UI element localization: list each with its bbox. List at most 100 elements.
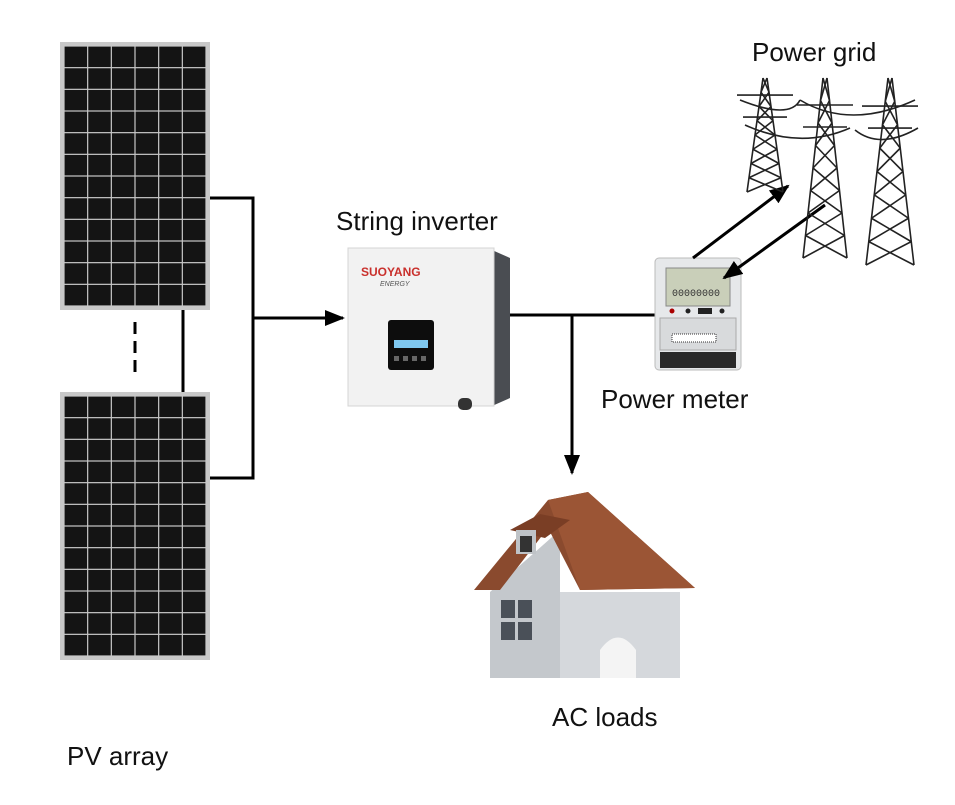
solar-cell (182, 111, 206, 133)
solar-cell (88, 483, 111, 504)
solar-cell (159, 111, 182, 133)
solar-cell (159, 198, 182, 219)
solar-panel-top (60, 42, 210, 310)
solar-cell (111, 68, 135, 89)
solar-cell (111, 591, 135, 613)
solar-cell (88, 219, 111, 241)
solar-cell (159, 439, 182, 461)
solar-cell (159, 569, 182, 591)
solar-cell (159, 154, 182, 176)
meter-lcd (665, 267, 731, 307)
solar-cell (135, 504, 159, 526)
house-roof-side (548, 492, 695, 590)
solar-cell (88, 68, 111, 89)
solar-cell (182, 548, 206, 569)
solar-cell (135, 634, 159, 656)
solar-cell (64, 526, 88, 548)
solar-cell (159, 89, 182, 111)
solar-cell (88, 111, 111, 133)
solar-cell (111, 396, 135, 418)
solar-cell (182, 68, 206, 89)
transmission-tower (797, 77, 853, 259)
solar-cell (182, 634, 206, 656)
transmission-tower (737, 77, 793, 193)
solar-cell (88, 461, 111, 483)
solar-cell (88, 526, 111, 548)
solar-cell (111, 284, 135, 306)
solar-cell (182, 396, 206, 418)
solar-cell (111, 526, 135, 548)
solar-cell (111, 133, 135, 154)
solar-cell (182, 46, 206, 68)
house-icon (474, 492, 695, 678)
solar-cell (135, 89, 159, 111)
solar-cell (64, 219, 88, 241)
solar-cell (64, 634, 88, 656)
solar-cell (88, 504, 111, 526)
solar-cell (182, 526, 206, 548)
solar-cell (64, 241, 88, 263)
solar-cell (64, 154, 88, 176)
solar-cell (88, 176, 111, 198)
solar-cell (182, 198, 206, 219)
solar-cell (159, 526, 182, 548)
solar-cell (64, 591, 88, 613)
solar-cell (111, 483, 135, 504)
pv-array-label: PV array (67, 741, 169, 771)
solar-cell (64, 396, 88, 418)
house-door (600, 637, 636, 678)
solar-cell (135, 569, 159, 591)
solar-cell (88, 89, 111, 111)
solar-cell (135, 68, 159, 89)
power-grid-label: Power grid (752, 37, 877, 67)
solar-cell (182, 241, 206, 263)
solar-cell (111, 241, 135, 263)
solar-cell (88, 46, 111, 68)
meter-to-grid-arrow (692, 184, 790, 260)
string-inverter-label: String inverter (336, 206, 498, 236)
solar-cell (135, 263, 159, 284)
solar-cell (159, 504, 182, 526)
solar-cell (159, 133, 182, 154)
solar-cell (135, 241, 159, 263)
solar-cell (64, 176, 88, 198)
power-meter-label: Power meter (601, 384, 749, 414)
inverter-buttons (394, 356, 426, 361)
solar-cell (182, 219, 206, 241)
solar-cell (88, 418, 111, 439)
solar-cell (88, 548, 111, 569)
solar-cell (135, 46, 159, 68)
solar-cell (182, 263, 206, 284)
solar-cell (111, 263, 135, 284)
inverter-brand-sub: ENERGY (380, 281, 411, 288)
solar-cell (159, 219, 182, 241)
solar-cell (182, 154, 206, 176)
inverter-connector (458, 398, 472, 410)
solar-cell (182, 439, 206, 461)
inverter-screen (394, 340, 428, 348)
power-meter: 00000000 (654, 257, 742, 371)
solar-cell (64, 569, 88, 591)
solar-cell (182, 613, 206, 634)
solar-cell (135, 176, 159, 198)
solar-panel-bottom (60, 392, 210, 660)
solar-cell (159, 176, 182, 198)
solar-cell (135, 284, 159, 306)
solar-cell (64, 198, 88, 219)
solar-cell (111, 548, 135, 569)
solar-cell (182, 284, 206, 306)
solar-cell (64, 504, 88, 526)
solar-cell (182, 569, 206, 591)
meter-reading: 00000000 (672, 289, 720, 300)
solar-cell (159, 241, 182, 263)
ac-loads-label: AC loads (552, 702, 658, 732)
solar-cell (111, 504, 135, 526)
solar-cell (88, 569, 111, 591)
solar-cell (64, 111, 88, 133)
solar-cell (111, 111, 135, 133)
solar-cell (159, 418, 182, 439)
solar-cell (111, 439, 135, 461)
solar-cell (135, 526, 159, 548)
solar-cell (88, 284, 111, 306)
solar-cell (159, 68, 182, 89)
